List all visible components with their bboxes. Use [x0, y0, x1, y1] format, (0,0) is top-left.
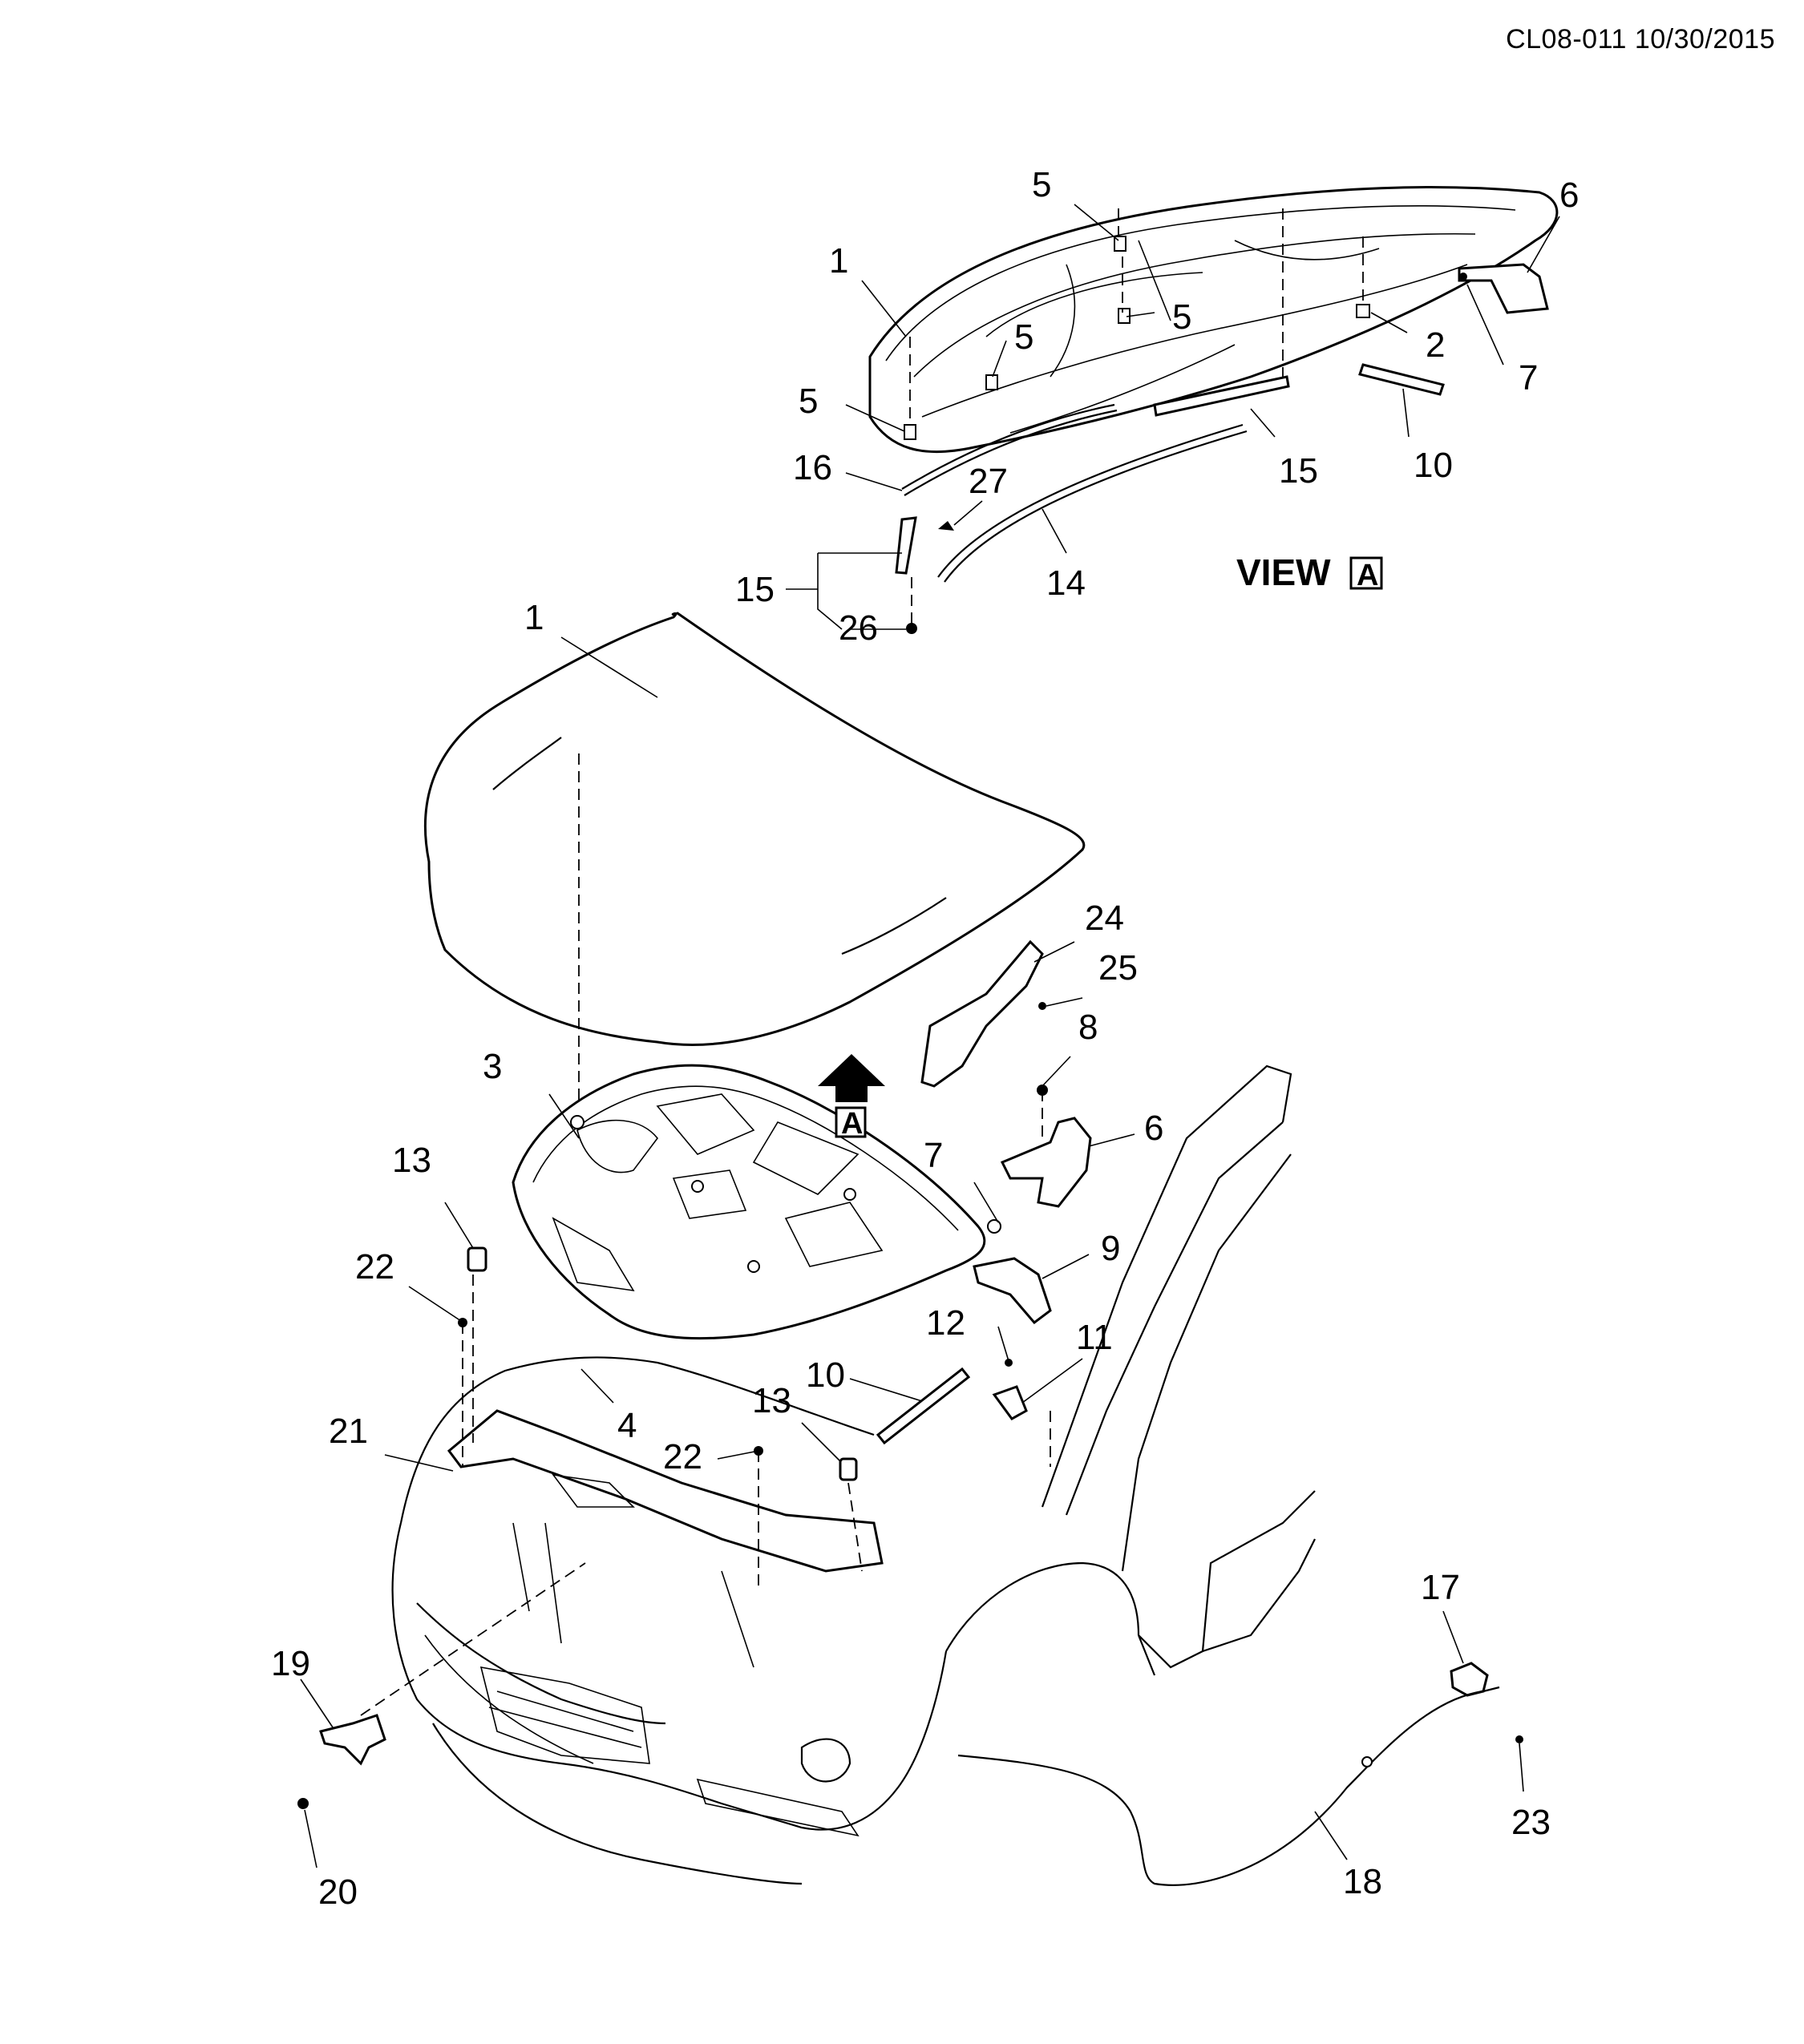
callout-27: 27 — [969, 462, 1008, 501]
view-letter: A — [1357, 559, 1378, 592]
callout-23: 23 — [1511, 1803, 1551, 1842]
callout-10-view-a: 10 — [1414, 446, 1453, 485]
callout-5-top: 5 — [1032, 165, 1051, 204]
release-cable — [957, 1686, 1500, 1886]
callout-1-view-a: 1 — [829, 241, 848, 281]
heat-shield — [920, 939, 1044, 1088]
callout-21: 21 — [329, 1412, 368, 1451]
hood-hinge — [1000, 1117, 1092, 1208]
callout-12: 12 — [926, 1303, 965, 1343]
callout-11: 11 — [1076, 1318, 1113, 1357]
callout-5-left: 5 — [799, 382, 818, 421]
hinge-bracket — [973, 1257, 1052, 1325]
callout-22-left: 22 — [355, 1247, 394, 1287]
callout-15-bracket: 15 — [735, 570, 775, 609]
callout-10-main: 10 — [806, 1355, 845, 1395]
view-a-arrow: A — [818, 1054, 885, 1141]
view-letter-box — [1349, 556, 1383, 590]
document-code: CL08-011 10/30/2015 — [1506, 24, 1775, 55]
callout-9: 9 — [1101, 1229, 1120, 1268]
hood-latch — [319, 1714, 386, 1766]
leader-lines — [300, 204, 1560, 1868]
bumper-stop-mid — [839, 1457, 858, 1481]
release-handle — [1450, 1662, 1489, 1697]
callout-3: 3 — [483, 1047, 502, 1086]
callout-19: 19 — [271, 1644, 310, 1683]
view-label: VIEW — [1236, 551, 1331, 593]
callout-16: 16 — [793, 448, 832, 487]
vehicle-front-structure — [391, 1064, 1316, 1885]
callout-25: 25 — [1098, 948, 1138, 988]
callout-5-mid: 5 — [1014, 317, 1033, 357]
callout-13-left: 13 — [392, 1141, 431, 1180]
callout-24: 24 — [1085, 899, 1124, 938]
callout-4: 4 — [617, 1406, 637, 1445]
callout-26: 26 — [839, 608, 878, 648]
view-a-hood-underside — [868, 186, 1559, 634]
callout-18: 18 — [1343, 1862, 1382, 1901]
callout-7-view-a: 7 — [1519, 358, 1538, 398]
hood-insulator — [512, 1064, 986, 1340]
hood-panel — [423, 612, 1086, 1130]
callout-20: 20 — [318, 1872, 358, 1912]
hood-strut — [876, 1367, 971, 1445]
callout-7-main: 7 — [924, 1136, 943, 1175]
callout-22-mid: 22 — [663, 1437, 702, 1476]
callout-8: 8 — [1078, 1008, 1098, 1047]
callout-6-view-a: 6 — [1559, 176, 1579, 215]
arrow-letter: A — [841, 1107, 863, 1141]
hinge-bracket-lower — [992, 1385, 1028, 1420]
callout-6-main: 6 — [1144, 1109, 1163, 1148]
callout-14: 14 — [1046, 564, 1086, 603]
callout-17: 17 — [1421, 1568, 1460, 1607]
bumper-stop-left — [467, 1246, 487, 1272]
callout-15-view-a: 15 — [1279, 451, 1318, 491]
callout-2: 2 — [1426, 325, 1445, 365]
callout-1-hood: 1 — [524, 598, 544, 637]
callout-13-mid: 13 — [752, 1381, 791, 1420]
callout-5-mid-right: 5 — [1172, 297, 1191, 337]
